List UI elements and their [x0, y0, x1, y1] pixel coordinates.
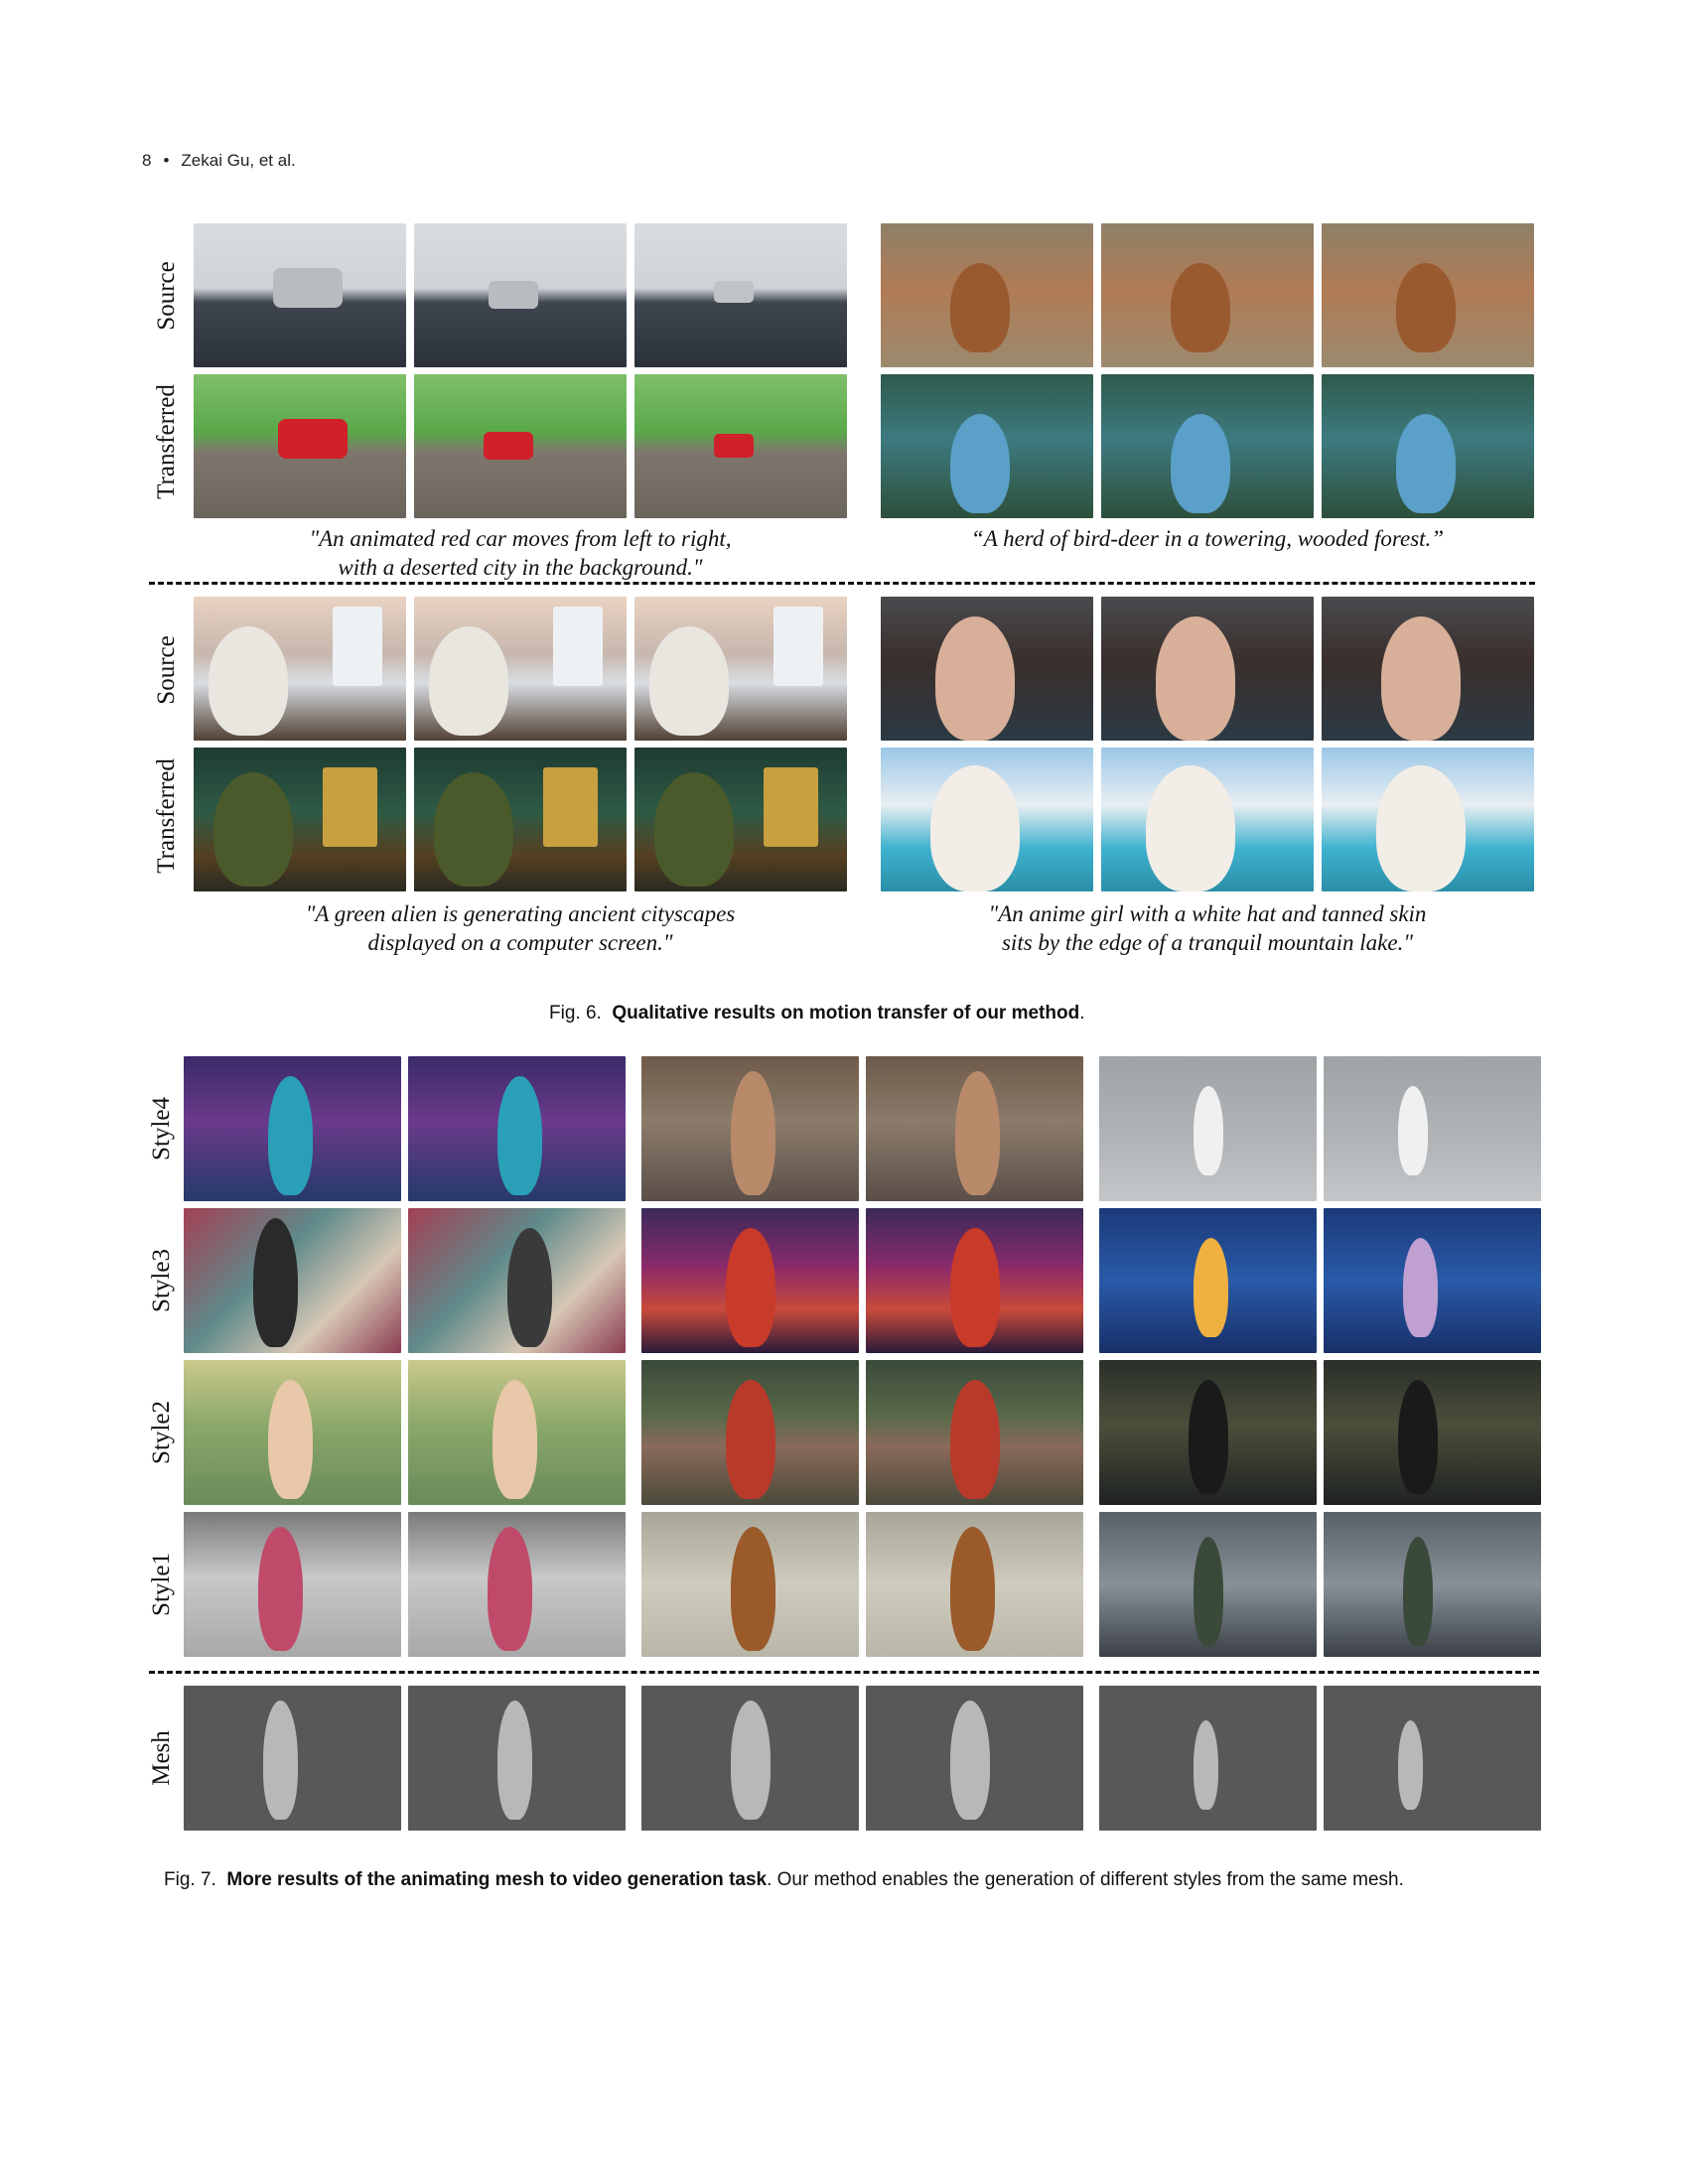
style2-character1-frame-1	[184, 1360, 401, 1505]
woman-source-frame-1	[881, 597, 1093, 741]
section-divider	[149, 582, 1535, 585]
car-source-frame-2	[414, 223, 627, 367]
deer-transferred-frame-1	[881, 374, 1093, 518]
painter-source-frame-1	[194, 597, 406, 741]
style3-character3-frame-1	[1099, 1208, 1317, 1353]
mesh-character2-frame-2	[866, 1686, 1083, 1831]
style3-character2-frame-1	[641, 1208, 859, 1353]
style3-character1-frame-2	[408, 1208, 626, 1353]
deer-transferred-frame-3	[1322, 374, 1534, 518]
style3-character3-frame-2	[1324, 1208, 1541, 1353]
deer-source-frame-2	[1101, 223, 1314, 367]
section-divider	[149, 1671, 1539, 1674]
painter-source-frame-3	[634, 597, 847, 741]
prompt-deer: “A herd of bird-deer in a towering, wood…	[970, 526, 1445, 551]
alien-transferred-frame-1	[194, 748, 406, 891]
style2-character2-frame-1	[641, 1360, 859, 1505]
mesh-character1-frame-1	[184, 1686, 401, 1831]
painter-source-frame-2	[414, 597, 627, 741]
style1-character3-frame-1	[1099, 1512, 1317, 1657]
header-authors: Zekai Gu, et al.	[181, 151, 296, 170]
mesh-character1-frame-2	[408, 1686, 626, 1831]
anime-transferred-frame-3	[1322, 748, 1534, 891]
style4-character1-frame-2	[408, 1056, 626, 1201]
style2-character3-frame-2	[1324, 1360, 1541, 1505]
car-source-frame-3	[634, 223, 847, 367]
style2-character2-frame-2	[866, 1360, 1083, 1505]
car-transferred-frame-3	[634, 374, 847, 518]
style4-character2-frame-2	[866, 1056, 1083, 1201]
deer-transferred-frame-2	[1101, 374, 1314, 518]
style3-character1-frame-1	[184, 1208, 401, 1353]
style2-character3-frame-1	[1099, 1360, 1317, 1505]
style3-character2-frame-2	[866, 1208, 1083, 1353]
car-source-frame-1	[194, 223, 406, 367]
style1-character2-frame-2	[866, 1512, 1083, 1657]
anime-transferred-frame-1	[881, 748, 1093, 891]
style1-character2-frame-1	[641, 1512, 859, 1657]
prompt-car: "An animated red car moves from left to …	[309, 526, 732, 580]
deer-source-frame-1	[881, 223, 1093, 367]
style2-character1-frame-2	[408, 1360, 626, 1505]
running-header: 8 • Zekai Gu, et al.	[142, 151, 296, 171]
woman-source-frame-2	[1101, 597, 1314, 741]
style1-character1-frame-1	[184, 1512, 401, 1657]
alien-transferred-frame-2	[414, 748, 627, 891]
style4-character3-frame-2	[1324, 1056, 1541, 1201]
deer-source-frame-3	[1322, 223, 1534, 367]
mesh-character3-frame-2	[1324, 1686, 1541, 1831]
car-transferred-frame-1	[194, 374, 406, 518]
mesh-character2-frame-1	[641, 1686, 859, 1831]
header-bullet: •	[163, 151, 170, 170]
woman-source-frame-3	[1322, 597, 1534, 741]
mesh-character3-frame-1	[1099, 1686, 1317, 1831]
car-transferred-frame-2	[414, 374, 627, 518]
figure-7-caption: Fig. 7. More results of the animating me…	[164, 1869, 1404, 1890]
alien-transferred-frame-3	[634, 748, 847, 891]
style4-character2-frame-1	[641, 1056, 859, 1201]
style1-character1-frame-2	[408, 1512, 626, 1657]
style4-character1-frame-1	[184, 1056, 401, 1201]
style1-character3-frame-2	[1324, 1512, 1541, 1657]
figure-6-caption: Fig. 6. Qualitative results on motion tr…	[549, 1003, 1085, 1024]
anime-transferred-frame-2	[1101, 748, 1314, 891]
style4-character3-frame-1	[1099, 1056, 1317, 1201]
prompt-alien: "A green alien is generating ancient cit…	[305, 901, 736, 955]
prompt-anime: "An anime girl with a white hat and tann…	[988, 901, 1427, 955]
page-number: 8	[142, 151, 152, 170]
